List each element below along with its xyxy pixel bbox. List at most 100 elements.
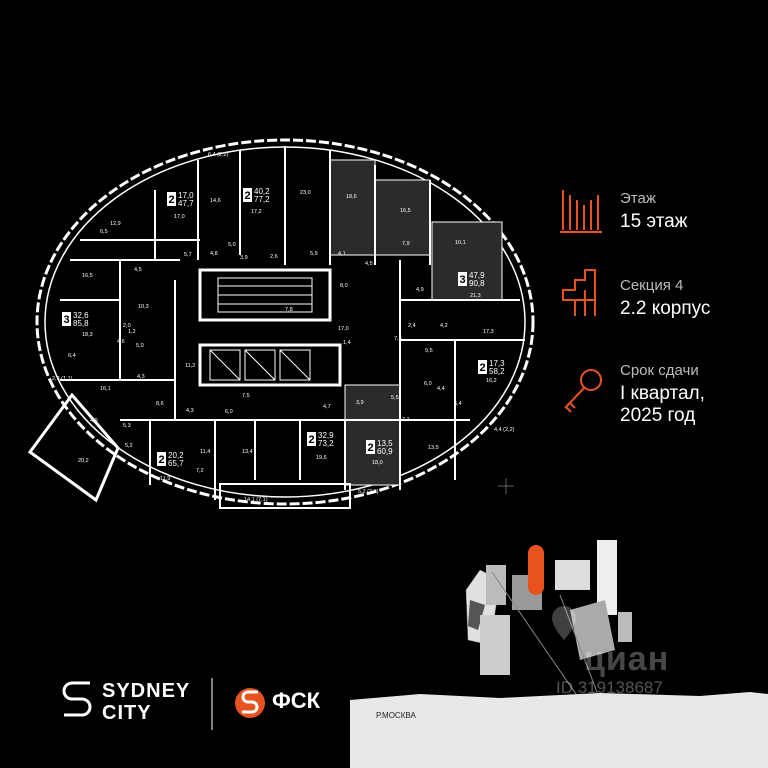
room-count-box	[167, 192, 176, 206]
sydney-city-logo-icon	[62, 681, 92, 717]
fsk-logo-icon	[235, 688, 265, 718]
room-area-label: 4,6	[117, 339, 125, 345]
room-area-label: 5,2 (2,6)	[358, 489, 379, 495]
room-count-box	[307, 432, 316, 446]
room-count: 2	[480, 362, 486, 374]
room-count-box	[478, 360, 487, 374]
room-area-label: 4,7	[323, 404, 331, 410]
area-labels: 6,4 (2,2)14,617,223,018,616,512,917,06,5…	[52, 152, 515, 503]
room-count: 3	[460, 274, 466, 286]
section-info: Секция 4 2.2 корпус	[560, 277, 710, 320]
room-area-label: 9,5	[425, 348, 433, 354]
room-area-label: 8,0	[340, 283, 348, 289]
room-area-label: 4,5	[134, 267, 142, 273]
total-area: 47,7	[178, 199, 194, 208]
room-area-label: 4,2	[440, 323, 448, 329]
room-area-label: 1,4	[343, 340, 351, 346]
living-area: 47,9	[469, 271, 485, 280]
room-area-label: 11,4	[200, 449, 210, 455]
room-area-label: 6,0	[424, 381, 432, 387]
room-count-box	[62, 312, 71, 326]
room-area-label: 6,5	[100, 229, 108, 235]
room-area-label: 21,3	[470, 293, 481, 299]
room-area-label: 17,2	[251, 209, 262, 215]
room-area-label: 20,2	[78, 458, 89, 464]
section-icon	[562, 269, 596, 316]
terrace	[219, 483, 351, 509]
room-count: 2	[159, 454, 165, 466]
room-area-label: 18,0	[372, 460, 383, 466]
room-area-label: 4,4	[437, 386, 445, 392]
room-area-label: 4,9	[90, 418, 98, 424]
room-area-label: 11,9	[160, 476, 170, 482]
room-count: 2	[368, 442, 374, 454]
room-area-label: 5,5	[391, 395, 399, 401]
sydney-logo-line2: CITY	[102, 702, 152, 724]
living-area: 20,2	[168, 451, 184, 460]
room-area-label: 3,9	[356, 400, 364, 406]
site-map	[350, 540, 768, 768]
deadline-line1: I квартал,	[620, 383, 705, 404]
compass-icon	[498, 478, 514, 494]
room-area-label: 8,6	[156, 401, 164, 407]
room-area-label: 7,2	[196, 468, 204, 474]
floor-label: Этаж	[620, 190, 656, 207]
room-area-label: 12,9	[110, 221, 121, 227]
balcony-wing	[27, 392, 120, 503]
room-area-label: 19,5	[316, 455, 327, 461]
room-area-label: 6,4 (2,2)	[208, 152, 229, 158]
room-area-label: 5,7	[184, 252, 192, 258]
room-area-label: 3,9	[240, 255, 248, 261]
section-label: Секция 4	[620, 277, 684, 294]
room-area-label: 23,0	[300, 190, 311, 196]
section-value: 2.2 корпус	[620, 298, 711, 319]
room-area-label: 17,3	[483, 329, 494, 335]
room-area-label: 16,5	[400, 208, 411, 214]
room-count: 3	[64, 314, 70, 326]
living-area: 13,5	[377, 439, 393, 448]
key-icon	[564, 369, 602, 413]
room-area-label: 7,9	[402, 241, 410, 247]
living-area: 32,6	[73, 311, 89, 320]
room-area-label: 4,3	[137, 374, 145, 380]
room-area-label: 7,8	[285, 307, 293, 313]
fsk-logo: ФСК	[272, 688, 321, 713]
room-area-label: 10,3	[138, 304, 149, 310]
room-count-box	[157, 452, 166, 466]
room-area-label: 11,2	[185, 363, 195, 369]
room-area-label: 2,4	[408, 323, 416, 329]
room-area-label: 14,1 (7,1)	[244, 497, 268, 503]
partitions	[60, 146, 525, 500]
room-area-label: 18,6	[346, 194, 357, 200]
room-area-label: 5,2	[125, 443, 133, 449]
room-area-label: 7,5	[242, 393, 250, 399]
floor-icon	[560, 190, 602, 233]
room-area-label: 16,5	[82, 273, 93, 279]
room-area-label: 4,9	[416, 287, 424, 293]
room-area-label: 2,3 (1,1)	[52, 376, 73, 382]
building-core	[198, 268, 342, 387]
room-area-label: 16,1	[100, 386, 111, 392]
room-area-label: 4,4 (2,2)	[494, 427, 515, 433]
floor-info: Этаж 15 этаж	[560, 190, 687, 233]
living-area: 17,3	[489, 359, 505, 368]
room-area-label: 13,4	[242, 449, 253, 455]
apartment-fill	[431, 221, 503, 301]
deadline-info: Срок сдачи I квартал, 2025 год	[560, 362, 705, 427]
room-area-label: 5,0	[228, 242, 236, 248]
watermark-brand: циан	[584, 640, 670, 678]
room-area-label: 13,5	[428, 445, 439, 451]
room-area-label: 6,4	[68, 353, 76, 359]
room-area-label: 17,0	[174, 214, 185, 220]
room-area-label: 2,6	[270, 254, 278, 260]
total-area: 77,2	[254, 195, 270, 204]
river-bank	[350, 692, 768, 768]
deadline-line2: 2025 год	[620, 405, 696, 426]
river-label: Р.МОСКВА	[376, 711, 416, 720]
